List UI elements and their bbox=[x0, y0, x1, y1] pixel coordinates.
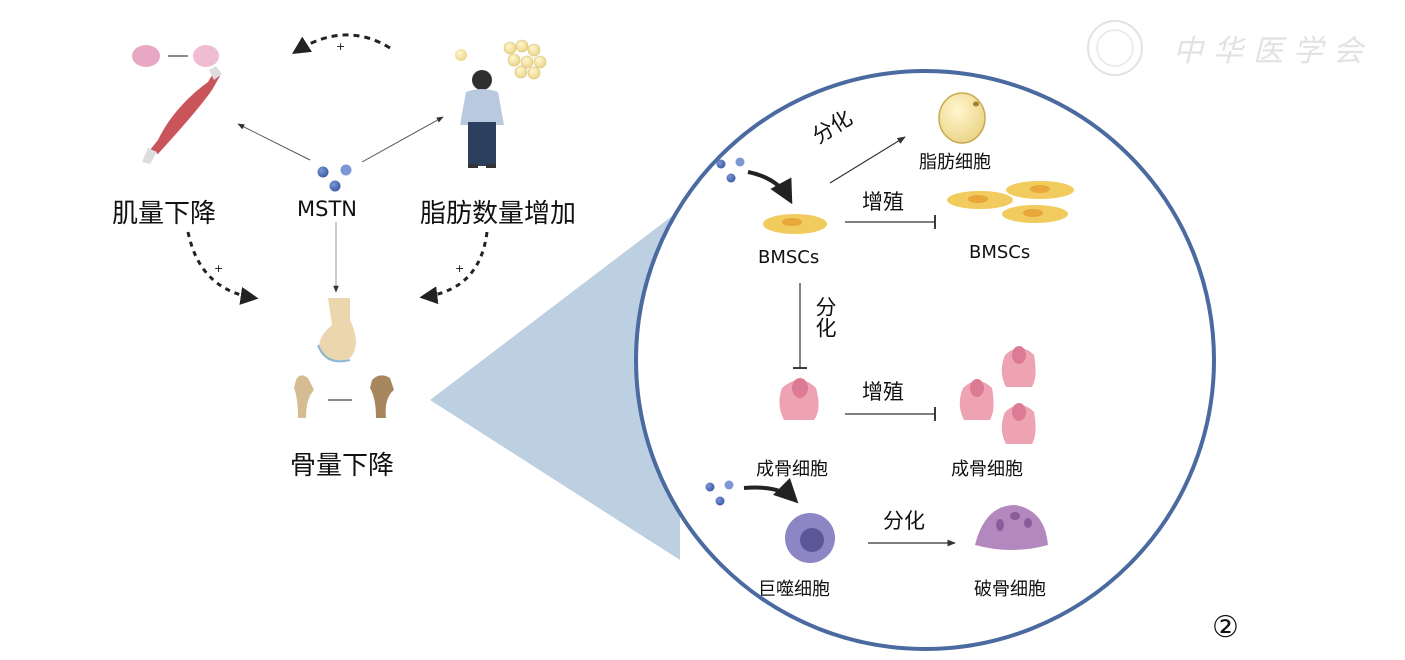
femur-bones-icon bbox=[294, 375, 394, 418]
fat-to-bone-dashed-arrow bbox=[419, 231, 489, 305]
bmsc-result-label: BMSCs bbox=[969, 242, 1031, 263]
macrophage-label: 巨噬细胞 bbox=[758, 579, 830, 600]
macrophage-icon bbox=[785, 513, 835, 563]
mstn-to-bmsc-arrow bbox=[747, 170, 793, 205]
bmsc-cell-icon bbox=[763, 214, 827, 234]
watermark-text: 中华医学会 bbox=[1173, 34, 1373, 69]
watermark: 中华医学会 bbox=[1085, 18, 1375, 78]
zoom-cone bbox=[430, 210, 680, 560]
muscle-loss-label: 肌量下降 bbox=[112, 199, 217, 229]
proliferate-label: 增殖 bbox=[862, 190, 904, 214]
fat-to-muscle-dashed-arrow bbox=[291, 33, 391, 54]
mstn-molecules-icon bbox=[705, 480, 734, 506]
osteoblast-icon bbox=[779, 378, 819, 420]
muscle-to-bone-dashed-arrow bbox=[186, 231, 259, 305]
mstn-to-macrophage-arrow bbox=[743, 477, 799, 504]
muscle-cross-section-icon bbox=[132, 45, 219, 67]
plus-sign: + bbox=[455, 262, 465, 275]
knee-joint-icon bbox=[317, 298, 356, 363]
fat-cells-icon bbox=[455, 39, 547, 80]
osteoblast-result-label: 成骨细胞 bbox=[951, 459, 1023, 480]
person-icon bbox=[460, 70, 504, 168]
proliferate-label: 增殖 bbox=[862, 380, 904, 404]
mstn-molecules-icon bbox=[317, 164, 352, 192]
adipocyte-icon bbox=[938, 92, 986, 144]
differentiate-label: 分化 bbox=[883, 509, 925, 533]
bmsc-to-adipocyte-arrow bbox=[829, 136, 906, 184]
seal-logo-icon bbox=[1087, 20, 1143, 76]
mstn-to-fat-arrow bbox=[361, 116, 444, 163]
figure-number: ② bbox=[1212, 610, 1239, 645]
plus-sign: + bbox=[336, 40, 346, 53]
adipocyte-label: 脂肪细胞 bbox=[919, 152, 991, 173]
osteoclast-icon bbox=[975, 505, 1048, 550]
osteoclast-label: 破骨细胞 bbox=[974, 579, 1046, 600]
fat-increase-label: 脂肪数量增加 bbox=[420, 199, 577, 229]
mstn-to-muscle-arrow bbox=[237, 123, 311, 161]
bmsc-label: BMSCs bbox=[758, 247, 820, 268]
bone-loss-label: 骨量下降 bbox=[290, 451, 395, 481]
bmsc-cluster-icon bbox=[947, 181, 1074, 223]
osteoblast-label: 成骨细胞 bbox=[756, 459, 828, 480]
plus-sign: + bbox=[214, 262, 224, 275]
osteoblast-cluster-icon bbox=[959, 346, 1036, 444]
mstn-molecules-icon bbox=[716, 157, 745, 183]
differentiate-label: 分化 bbox=[813, 296, 837, 338]
muscle-icon bbox=[142, 66, 222, 164]
mstn-label: MSTN bbox=[297, 197, 357, 221]
